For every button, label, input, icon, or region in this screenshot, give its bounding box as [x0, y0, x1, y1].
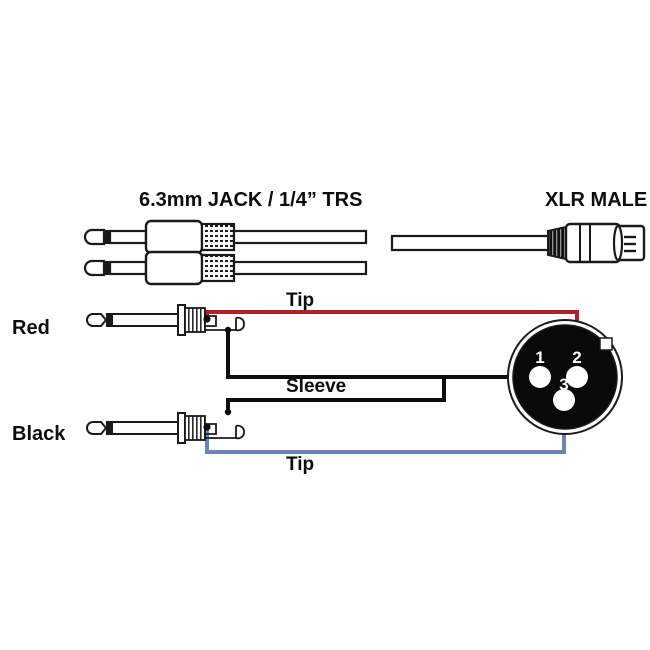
jack-plug-black [86, 408, 245, 444]
label-tip-bottom: Tip [286, 454, 314, 475]
xlr-male-side-view [390, 222, 646, 264]
jack-plug-red [86, 304, 245, 336]
xlr-connector-face: 1 2 3 [507, 319, 623, 435]
wire-black-sleeve-upper-to-pin1 [226, 330, 530, 379]
label-black: Black [12, 423, 66, 445]
wire-black-sleeve-lower-to-bus [226, 377, 446, 412]
label-sleeve: Sleeve [286, 376, 346, 397]
jack-plug-illustration-top-2 [83, 250, 368, 286]
xlr-pin-hole-2 [566, 366, 588, 388]
xlr-pin-label-1: 1 [535, 348, 544, 367]
solder-point-red-tip [203, 315, 211, 323]
wire-blue-tip-to-pin3 [205, 400, 566, 454]
jack-section-title: 6.3mm JACK / 1/4” TRS [139, 189, 362, 211]
solder-point-red-sleeve [224, 326, 232, 334]
xlr-section-title: XLR MALE [545, 189, 647, 211]
xlr-pin-label-3: 3 [559, 375, 568, 394]
xlr-pin-hole-3 [553, 389, 575, 411]
solder-point-black-tip [203, 423, 211, 431]
label-tip-top: Tip [286, 290, 314, 311]
solder-point-black-sleeve [224, 408, 232, 416]
xlr-pin-hole-1 [529, 366, 551, 388]
label-red: Red [12, 317, 50, 339]
xlr-pin-label-2: 2 [572, 348, 581, 367]
jack-plug-illustration-top-1 [83, 219, 368, 255]
